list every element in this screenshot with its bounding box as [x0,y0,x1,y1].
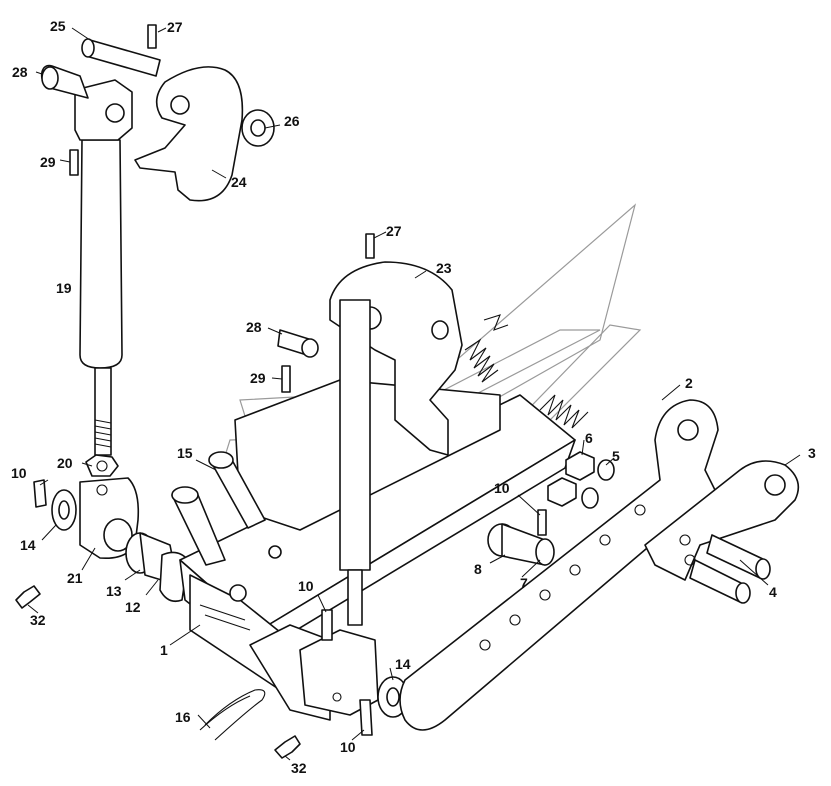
label-16: 16 [175,709,191,725]
label-7: 7 [520,575,528,591]
label-29-middle: 29 [250,370,266,386]
label-15: 15 [177,445,193,461]
roll-pin-27-middle [365,233,375,259]
label-27-top: 27 [167,19,183,35]
label-8: 8 [474,561,482,577]
label-24: 24 [231,174,247,190]
label-19: 19 [56,280,72,296]
label-1: 1 [160,642,168,658]
release-rod [339,299,371,626]
guide-pins [171,451,266,566]
spring-clip [199,689,266,741]
lower-yoke-joint [299,609,379,736]
label-5: 5 [612,448,620,464]
label-14-right: 14 [395,656,411,672]
label-13: 13 [106,583,122,599]
bush-and-washer [125,532,189,603]
pin-28-middle [277,329,319,358]
top-link-rod [40,64,133,456]
label-21: 21 [67,570,83,586]
pin-left [33,479,47,508]
grease-nipple-lower [274,735,301,759]
callout-labels: 1 2 3 4 5 6 7 8 10 10 10 10 12 13 14 14 … [11,18,816,776]
label-29-top: 29 [40,154,56,170]
label-4: 4 [769,584,777,600]
roll-pin-29-top [69,149,79,176]
label-10-frame: 10 [298,578,314,594]
nuts-and-washers [547,451,615,509]
drawbar [399,399,719,731]
yoke-joint [79,477,140,560]
grease-nipple-left [15,585,41,609]
washer-left [51,489,77,531]
hex-nut [85,454,119,477]
label-28-middle: 28 [246,319,262,335]
label-32-left: 32 [30,612,46,628]
label-25: 25 [50,18,66,34]
spring-upper [464,314,509,383]
label-12: 12 [125,599,141,615]
label-27-middle: 27 [386,223,402,239]
label-10-bottom: 10 [340,739,356,755]
bolts [689,534,771,604]
label-23: 23 [436,260,452,276]
label-6: 6 [585,430,593,446]
roll-pin-29-middle [281,365,291,393]
washer-top [241,109,275,147]
label-32-bottom: 32 [291,760,307,776]
label-10-pivot: 10 [494,480,510,496]
hitch-hook [134,66,244,202]
pivot-pin-lower [487,509,555,566]
label-3: 3 [808,445,816,461]
label-20: 20 [57,455,73,471]
label-14-left: 14 [20,537,36,553]
label-2: 2 [685,375,693,391]
spring-lower [539,394,589,429]
label-28-top: 28 [12,64,28,80]
label-10-left: 10 [11,465,27,481]
leader-lines [27,27,801,761]
roll-pin-top [147,24,157,49]
label-26: 26 [284,113,300,129]
